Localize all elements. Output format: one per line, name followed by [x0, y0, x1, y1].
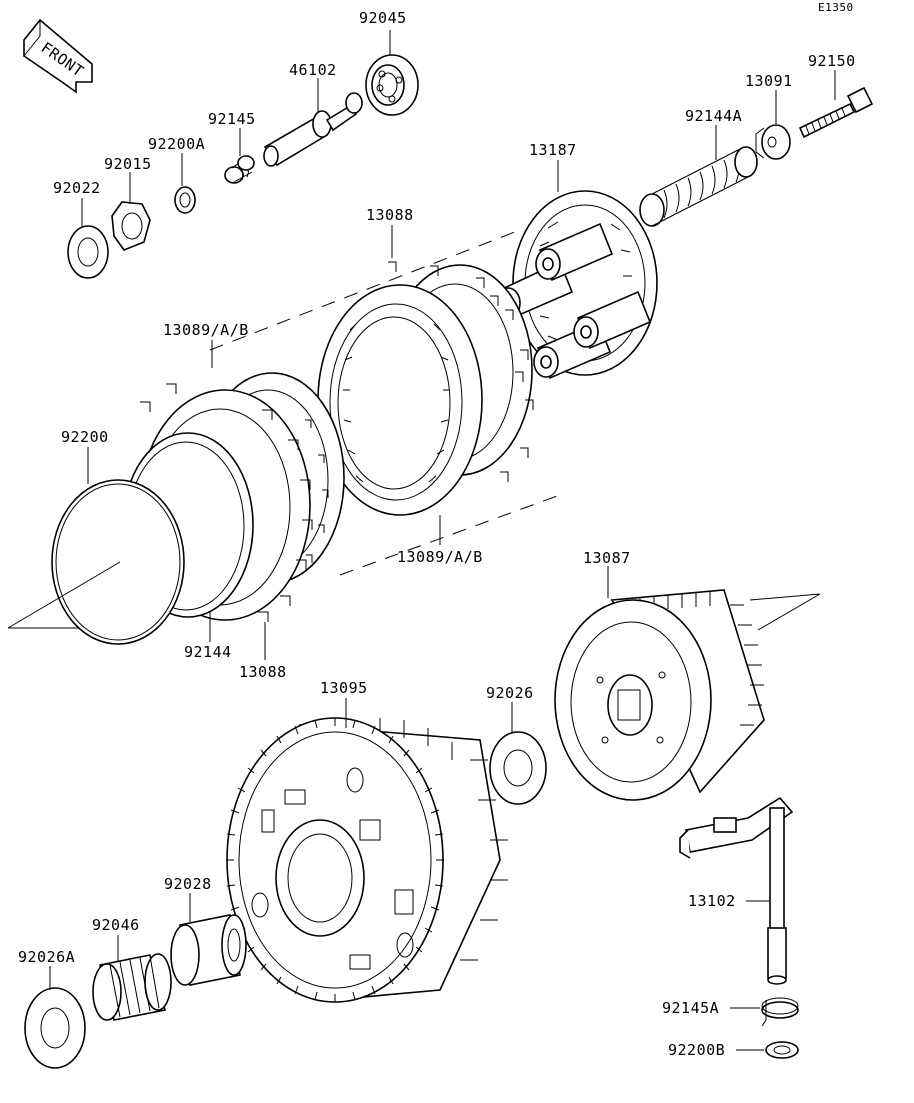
wire-ring-92200: [51, 479, 185, 645]
part-label-92026: 92026: [486, 684, 534, 702]
thrust-washer-92026: [489, 731, 547, 805]
spring-92145: [224, 155, 255, 184]
spring-92144A: [639, 146, 758, 227]
push-rod-46102: [263, 92, 363, 167]
part-label-46102: 46102: [289, 61, 337, 79]
part-label-92144A: 92144A: [685, 107, 742, 125]
clutch-hub-13087: [554, 589, 765, 801]
clutch-housing-13095: [226, 717, 508, 1003]
part-label-92015: 92015: [104, 155, 152, 173]
part-label-13087: 13087: [583, 549, 631, 567]
thrust-washer-92026A: [24, 987, 86, 1069]
part-label-92200B: 92200B: [668, 1041, 725, 1059]
part-label-92150: 92150: [808, 52, 856, 70]
part-label-92145A: 92145A: [662, 999, 719, 1017]
part-label-92022: 92022: [53, 179, 101, 197]
part-label-92046: 92046: [92, 916, 140, 934]
front-arrow-icon: FRONT: [23, 18, 93, 94]
part-label-92045: 92045: [359, 9, 407, 27]
part-label-13095: 13095: [320, 679, 368, 697]
part-label-13088-top: 13088: [366, 206, 414, 224]
pressure-plate-13187: [495, 190, 658, 380]
bearing-92045: [365, 54, 419, 116]
part-label-92145: 92145: [208, 110, 256, 128]
sleeve-92028: [170, 914, 247, 986]
part-label-13187: 13187: [529, 141, 577, 159]
diagram-code: E1350: [818, 1, 854, 14]
part-label-92144: 92144: [184, 643, 232, 661]
needle-bearing-92046: [92, 953, 172, 1021]
washer-92200B: [765, 1041, 799, 1059]
release-shaft-13102: [679, 796, 794, 985]
part-label-92026A: 92026A: [18, 948, 75, 966]
locknut-92015: [111, 201, 151, 251]
part-label-13102: 13102: [688, 892, 736, 910]
washer-92022: [67, 225, 109, 279]
return-spring-92145A: [761, 997, 799, 1027]
adjuster-bolt-92150: [798, 86, 874, 139]
part-label-13089-bottom: 13089/A/B: [397, 548, 483, 566]
part-label-13088-bottom: 13088: [239, 663, 287, 681]
part-label-92028: 92028: [164, 875, 212, 893]
washer-92200A: [174, 186, 196, 214]
part-label-13089-top: 13089/A/B: [163, 321, 249, 339]
part-label-92200A: 92200A: [148, 135, 205, 153]
adjuster-nut-13091: [755, 124, 791, 160]
part-label-13091: 13091: [745, 72, 793, 90]
part-label-92200: 92200: [61, 428, 109, 446]
